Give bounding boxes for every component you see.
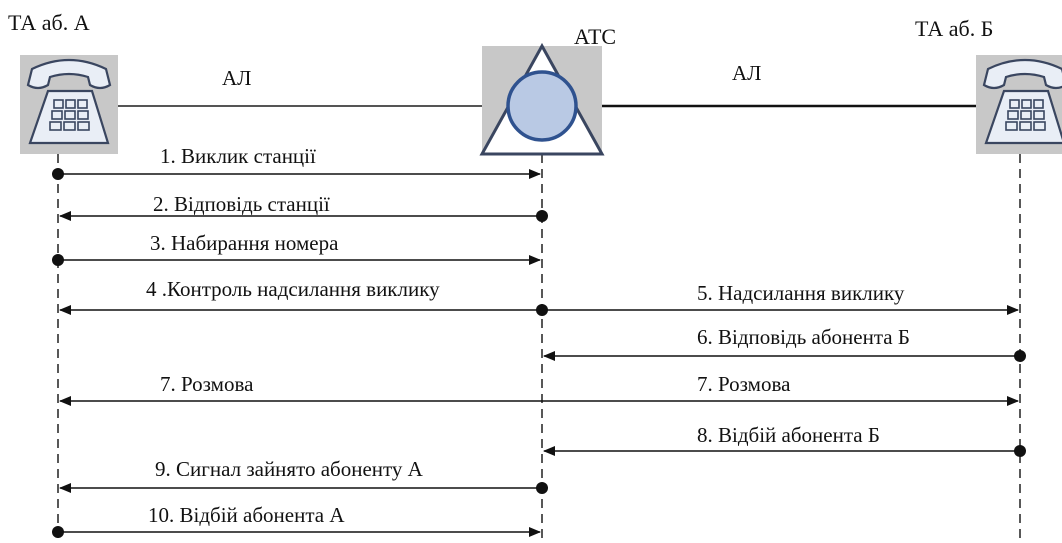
message-label: 7. Розмова: [697, 372, 791, 396]
message-label: 4 .Контроль надсилання виклику: [146, 277, 440, 301]
message-7b: 7. Розмова: [542, 372, 1019, 406]
message-origin-dot: [536, 304, 548, 316]
message-6: 6. Відповідь абонента Б: [543, 325, 1026, 362]
message-10: 10. Відбій абонента А: [52, 503, 541, 538]
message-origin-dot: [536, 210, 548, 222]
message-origin-dot: [1014, 350, 1026, 362]
subscriber-a-title: ТА аб. А: [8, 10, 90, 35]
message-label: 8. Відбій абонента Б: [697, 423, 880, 447]
left-line-label: АЛ: [222, 66, 251, 90]
message-2: 2. Відповідь станції: [59, 192, 548, 222]
message-origin-dot: [1014, 445, 1026, 457]
message-label: 5. Надсилання виклику: [697, 281, 905, 305]
message-3: 3. Набирання номера: [52, 231, 541, 266]
message-origin-dot: [52, 526, 64, 538]
message-7a: 7. Розмова: [59, 372, 542, 406]
message-origin-dot: [52, 168, 64, 180]
message-label: 7. Розмова: [160, 372, 254, 396]
message-label: 1. Виклик станції: [160, 144, 316, 168]
telephone-icon: [20, 55, 118, 154]
telephone-icon: [976, 55, 1062, 154]
subscriber-b-title: ТА аб. Б: [915, 16, 993, 41]
message-label: 3. Набирання номера: [150, 231, 339, 255]
exchange-triangle-icon: [479, 42, 605, 156]
right-line-label: АЛ: [732, 61, 761, 85]
message-9: 9. Сигнал зайнято абоненту А: [59, 457, 548, 494]
message-label: 9. Сигнал зайнято абоненту А: [155, 457, 424, 481]
exchange-title: АТС: [574, 24, 616, 49]
message-label: 10. Відбій абонента А: [148, 503, 345, 527]
message-8: 8. Відбій абонента Б: [543, 423, 1026, 457]
message-1: 1. Виклик станції: [52, 144, 541, 180]
message-origin-dot: [536, 482, 548, 494]
message-label: 2. Відповідь станції: [153, 192, 330, 216]
message-5: 5. Надсилання виклику: [536, 281, 1019, 316]
message-label: 6. Відповідь абонента Б: [697, 325, 910, 349]
message-origin-dot: [52, 254, 64, 266]
message-4: 4 .Контроль надсилання виклику: [59, 277, 542, 315]
